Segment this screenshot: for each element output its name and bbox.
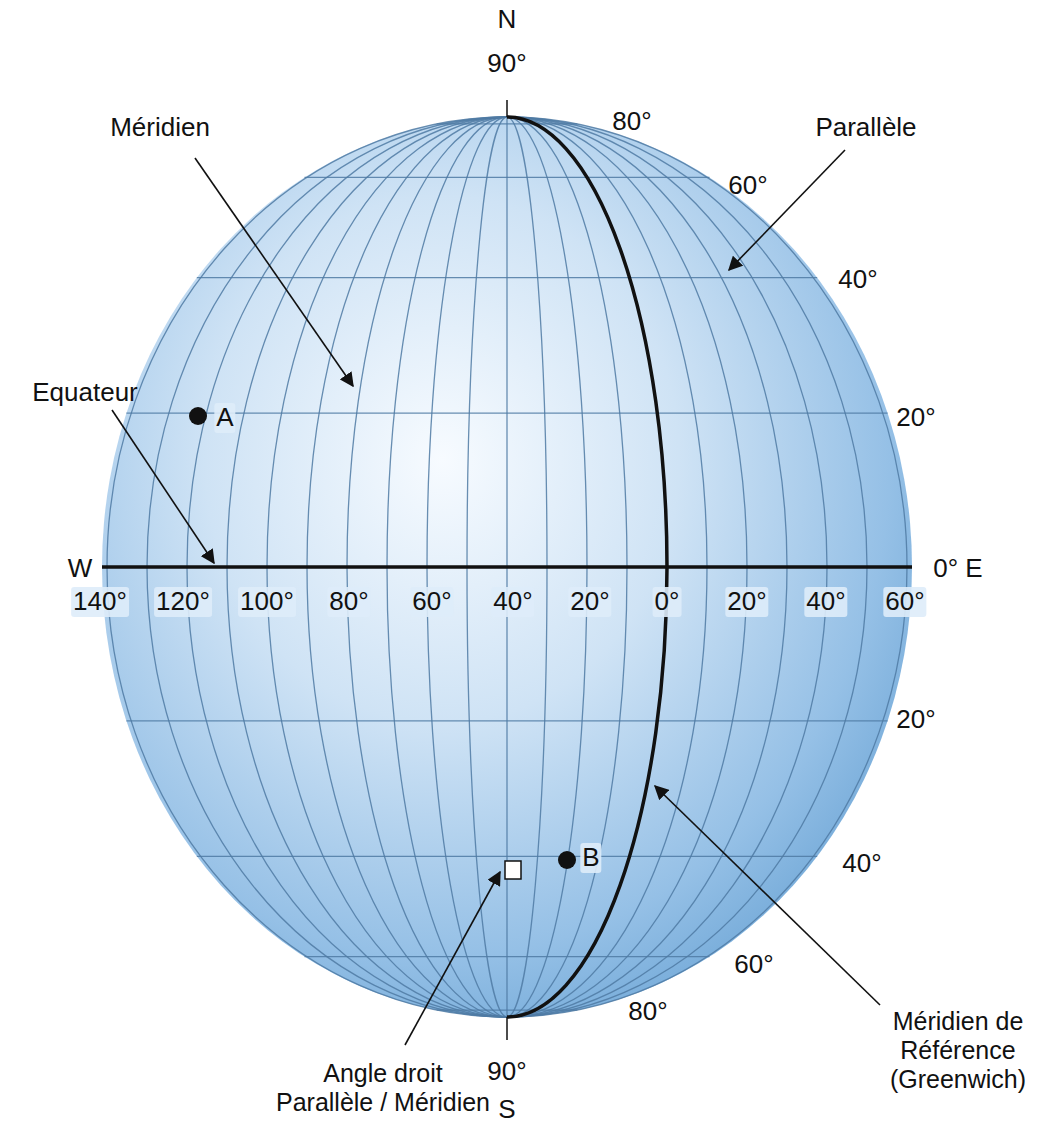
parallel-line [437, 123, 578, 124]
parallel-line [305, 177, 710, 178]
parallel-line [197, 856, 817, 857]
compass-letter: N [498, 5, 517, 35]
term-label: Equateur [32, 378, 138, 408]
equator-line [102, 565, 912, 569]
point-label: A [214, 403, 235, 433]
point-label: B [580, 843, 601, 873]
term-label: Parallèle [815, 113, 916, 143]
compass-letter: W [68, 554, 93, 584]
longitude-label: 120° [154, 587, 212, 617]
longitude-label: 140° [71, 587, 129, 617]
latitude-label: 20° [896, 403, 935, 433]
longitude-label: 80° [327, 587, 370, 617]
latitude-label: 20° [896, 705, 935, 735]
longitude-label: 40° [804, 587, 847, 617]
term-label: Méridien [110, 113, 210, 143]
longitude-label: 100° [238, 587, 296, 617]
leader-line [195, 158, 353, 386]
parallel-line [126, 720, 887, 721]
point-dot [558, 851, 576, 869]
longitude-label: 20° [725, 587, 768, 617]
axis-tick [506, 1017, 508, 1040]
axis-tick [506, 100, 508, 117]
leader-line [405, 872, 500, 1045]
leader-line [655, 786, 880, 1005]
longitude-label: 0° [653, 587, 682, 617]
right-angle-square [505, 861, 521, 879]
latitude-label: 60° [734, 950, 773, 980]
leader-lines [112, 150, 880, 1045]
latitude-label: 80° [612, 107, 651, 137]
compass-letter: S [498, 1095, 515, 1125]
latitude-label: 90° [487, 49, 526, 79]
longitude-label: 60° [410, 587, 453, 617]
term-label: Angle droit Parallèle / Méridien [273, 1059, 494, 1117]
latitude-label: 90° [487, 1057, 526, 1087]
longitude-label: 40° [491, 587, 534, 617]
leader-line [112, 410, 214, 563]
latitude-label: 40° [842, 849, 881, 879]
parallel-line [126, 412, 887, 413]
parallel-line [197, 277, 817, 278]
point-dot [189, 407, 207, 425]
latitude-label: 80° [628, 997, 667, 1027]
parallel-line [305, 956, 710, 957]
latitude-label: 40° [838, 265, 877, 295]
compass-letter: 0° E [933, 554, 982, 584]
longitude-label: 60° [883, 587, 926, 617]
leader-line [729, 150, 845, 270]
latitude-label: 60° [728, 171, 767, 201]
globe [102, 117, 912, 1017]
parallel-line [437, 1010, 578, 1011]
longitude-label: 20° [568, 587, 611, 617]
term-label: Méridien de Référence (Greenwich) [888, 1007, 1028, 1093]
